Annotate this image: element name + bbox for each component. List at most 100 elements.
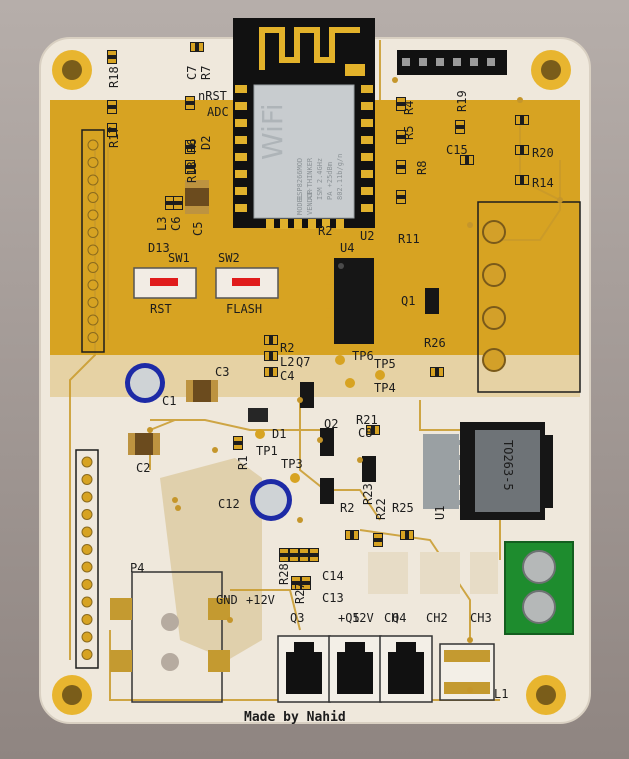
label-r28: R28 — [277, 563, 291, 585]
smd-pad — [280, 557, 288, 561]
label-tp6: TP6 — [352, 349, 374, 363]
label-q5: +Q5 — [338, 611, 360, 625]
silkscreen-labels: R18 C7 R7 nRST ADC R17 R6 D2 R13 C5 L3 C… — [107, 66, 554, 725]
smd-resistor — [373, 533, 383, 547]
smd-pad — [265, 336, 269, 344]
smd-pad — [367, 426, 371, 434]
smd-pad — [302, 577, 310, 581]
label-l3: L3 — [155, 217, 169, 231]
module-pad — [235, 119, 247, 127]
c2-chip-cap — [128, 433, 160, 455]
u1-lead — [426, 485, 460, 490]
via — [147, 427, 153, 433]
u4-pins — [326, 262, 382, 338]
sw1-reset-button — [133, 267, 197, 299]
smd-resistor — [301, 576, 311, 590]
label-d13: D13 — [148, 241, 170, 255]
label-q1: Q1 — [401, 294, 415, 308]
via — [317, 437, 323, 443]
smd-pad — [108, 109, 116, 113]
header-pin — [87, 157, 99, 168]
header-pin — [81, 649, 93, 660]
smd-pad — [186, 149, 194, 153]
module-pad — [322, 219, 330, 229]
via — [467, 637, 473, 643]
module-pad — [235, 85, 247, 93]
u1-lead — [426, 500, 460, 505]
smd-resistor — [299, 548, 309, 562]
smd-pad — [431, 368, 435, 376]
left-pin-header-bottom — [75, 449, 99, 669]
smd-pad — [516, 176, 520, 184]
module-line-5: 802.11b/g/n — [336, 154, 344, 200]
label-d2: D2 — [199, 136, 213, 150]
smd-pad — [234, 445, 242, 449]
smd-pad — [292, 585, 300, 589]
header-pin — [81, 526, 93, 538]
smd-pad — [375, 426, 379, 434]
header-pin — [87, 262, 99, 273]
u4-pin — [326, 328, 334, 331]
label-c12: C12 — [218, 497, 240, 511]
u4-pin — [374, 328, 382, 331]
label-r5: R5 — [402, 126, 416, 140]
header-pin — [87, 297, 99, 308]
smd-pad — [265, 368, 269, 376]
smd-pad — [346, 531, 350, 539]
module-pad — [361, 119, 373, 127]
header-pin — [436, 58, 444, 66]
smd-resistor — [366, 425, 380, 435]
via — [392, 77, 398, 83]
c12-electrolytic-cap — [250, 479, 292, 521]
u4-pin — [326, 321, 334, 325]
header-pin — [81, 474, 93, 485]
c5-chip-cap — [185, 180, 209, 214]
u4-pin — [326, 301, 334, 305]
header-pin — [87, 314, 99, 326]
smd-pad — [199, 43, 203, 51]
smd-resistor — [430, 367, 444, 377]
smd-pad — [524, 176, 528, 184]
module-pad — [336, 219, 344, 229]
smd-resistor — [515, 175, 529, 185]
label-l2: L2 — [280, 355, 294, 369]
header-pin — [87, 192, 99, 203]
label-tp3: TP3 — [281, 457, 303, 471]
module-pad — [235, 136, 247, 144]
header-pin — [402, 58, 410, 66]
smd-pad — [524, 146, 528, 154]
module-pad — [266, 219, 274, 229]
label-rst: RST — [150, 302, 172, 316]
mosfet-body — [388, 652, 424, 694]
label-p4: P4 — [130, 561, 144, 575]
label-r14: R14 — [532, 176, 554, 190]
label-ch1: CH — [384, 611, 398, 625]
smd-resistor — [396, 160, 406, 174]
header-pin — [87, 332, 99, 343]
label-r17: R17 — [107, 126, 121, 148]
label-r7: R7 — [199, 66, 213, 80]
smd-pad — [280, 549, 288, 553]
u4-pin — [326, 288, 334, 292]
u1-lead — [426, 470, 460, 475]
l1-inductor — [439, 643, 495, 701]
via — [172, 497, 178, 503]
header-pin — [81, 631, 93, 643]
label-tp5: TP5 — [374, 357, 396, 371]
label-r11: R11 — [398, 232, 420, 246]
label-r8: R8 — [415, 161, 429, 175]
u1-lead — [426, 440, 460, 445]
u4-pin — [326, 334, 334, 338]
header-pin — [81, 596, 93, 608]
sw2-flash-button — [215, 267, 279, 299]
module-pad — [280, 219, 288, 229]
mosfet-tab — [396, 642, 416, 652]
smd-resistor — [396, 97, 406, 111]
smd-pad — [166, 197, 174, 201]
smd-resistor — [264, 335, 278, 345]
label-sw2: SW2 — [218, 251, 240, 265]
smd-resistor — [515, 145, 529, 155]
label-c4: C4 — [280, 369, 294, 383]
